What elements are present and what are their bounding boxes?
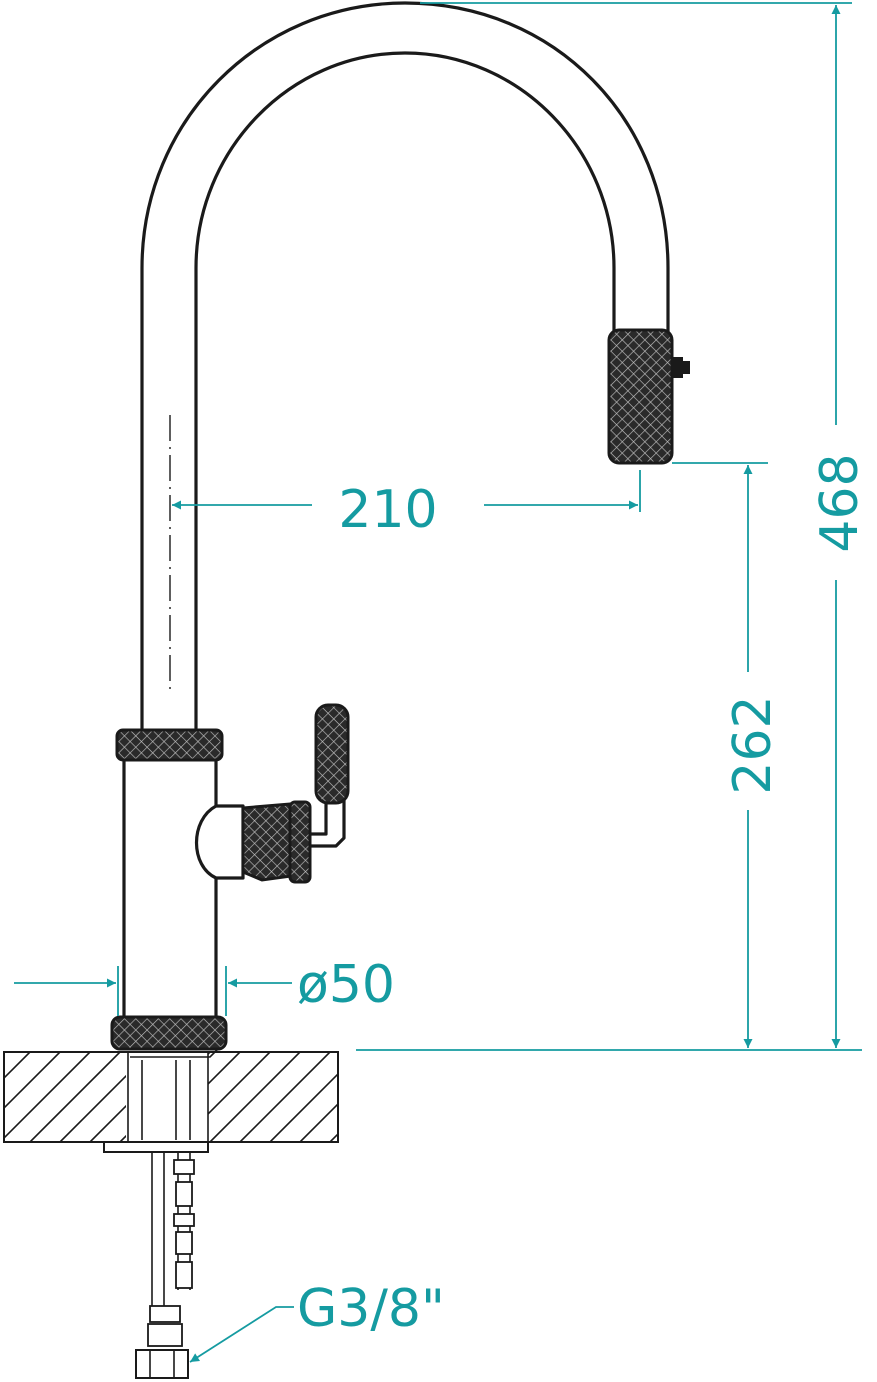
- lever-handle: [314, 703, 350, 805]
- faucet-body: [110, 1, 690, 1058]
- hose-nut: [135, 1349, 189, 1379]
- countertop-section: [3, 1051, 339, 1143]
- dim-spout-height-label: 262: [723, 695, 783, 794]
- dim-thread-label: G3/8": [297, 1279, 445, 1339]
- spout-outer-edge: [140, 1, 670, 730]
- body-column: [122, 758, 218, 1020]
- hose-fitting-1: [173, 1159, 195, 1175]
- supply-hoses: [135, 1152, 195, 1379]
- countertop-hatching-right: [208, 1052, 338, 1142]
- dim-reach-label: 210: [338, 480, 437, 540]
- upper-ring: [115, 728, 224, 762]
- hose-fitting-6: [149, 1305, 181, 1323]
- mounting-nut: [103, 1141, 209, 1153]
- lever-housing: [195, 804, 245, 880]
- hose-fitting-4: [175, 1231, 193, 1255]
- hose-fitting-5: [175, 1261, 193, 1289]
- mounting-shank: [127, 1052, 209, 1142]
- countertop-hatching-left: [4, 1052, 126, 1142]
- hose-left: [151, 1152, 165, 1312]
- hose-fitting-2: [175, 1181, 193, 1207]
- hose-nut-facets: [149, 1350, 175, 1378]
- hose-fitting-3: [173, 1213, 195, 1227]
- lever-neck: [308, 798, 346, 848]
- hose-fitting-7: [147, 1323, 183, 1347]
- lower-ring: [110, 1015, 228, 1051]
- dim-total-height-label: 468: [810, 453, 870, 552]
- spout-inner-edge: [194, 51, 616, 730]
- spray-head: [607, 328, 674, 465]
- callout-leader-thread: [189, 1306, 294, 1363]
- countertop: [3, 1051, 339, 1153]
- dimensions: 468 262 210 ø50 G3/8": [14, 2, 870, 1363]
- lever-cap: [288, 800, 312, 884]
- spray-button: [672, 357, 690, 378]
- dim-diameter-label: ø50: [297, 955, 395, 1015]
